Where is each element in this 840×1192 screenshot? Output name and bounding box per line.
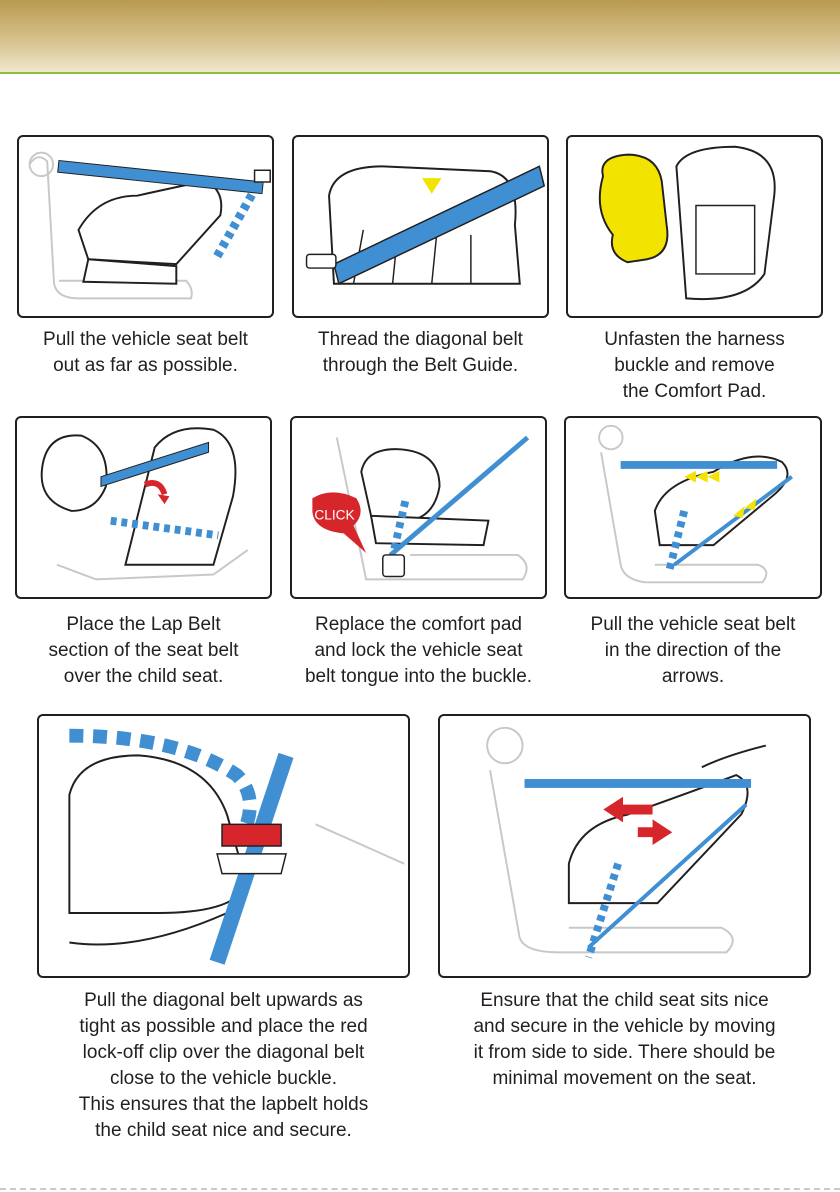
page-header-band	[0, 0, 840, 72]
comfort-pad-icon	[598, 145, 776, 301]
step-5-illustration: CLICK	[290, 416, 547, 599]
step-4-caption: Place the Lap Belt section of the seat b…	[48, 614, 239, 687]
click-badge: CLICK	[314, 508, 354, 523]
lap-belt-icon	[40, 427, 249, 581]
step-5-caption: Replace the comfort pad and lock the veh…	[304, 614, 533, 687]
header-rule	[0, 72, 840, 74]
step-6-caption: Pull the vehicle seat belt in the direct…	[590, 614, 796, 687]
step-7-illustration	[37, 714, 410, 978]
lock-off-clip-icon	[68, 728, 405, 965]
step-2-caption: Thread the diagonal belt through the Bel…	[318, 329, 523, 376]
buckle-click-icon: CLICK	[312, 435, 530, 581]
step-4-illustration	[15, 416, 272, 599]
step-6-illustration	[564, 416, 822, 599]
step-1-illustration	[17, 135, 274, 318]
step-3-illustration	[566, 135, 823, 318]
seat-belt-pull-icon	[28, 151, 271, 300]
step-7-caption: Pull the diagonal belt upwards as tight …	[78, 990, 369, 1141]
step-1-caption: Pull the vehicle seat belt out as far as…	[43, 329, 248, 376]
footer-dashed-rule	[0, 1188, 840, 1190]
step-3-caption: Unfasten the harness buckle and remove t…	[604, 329, 785, 402]
step-2-illustration	[292, 135, 549, 318]
belt-guide-icon	[305, 165, 546, 285]
tighten-arrows-icon	[598, 424, 793, 584]
step-8-caption: Ensure that the child seat sits nice and…	[473, 990, 776, 1089]
step-8-illustration	[438, 714, 811, 978]
side-to-side-check-icon	[486, 726, 767, 959]
